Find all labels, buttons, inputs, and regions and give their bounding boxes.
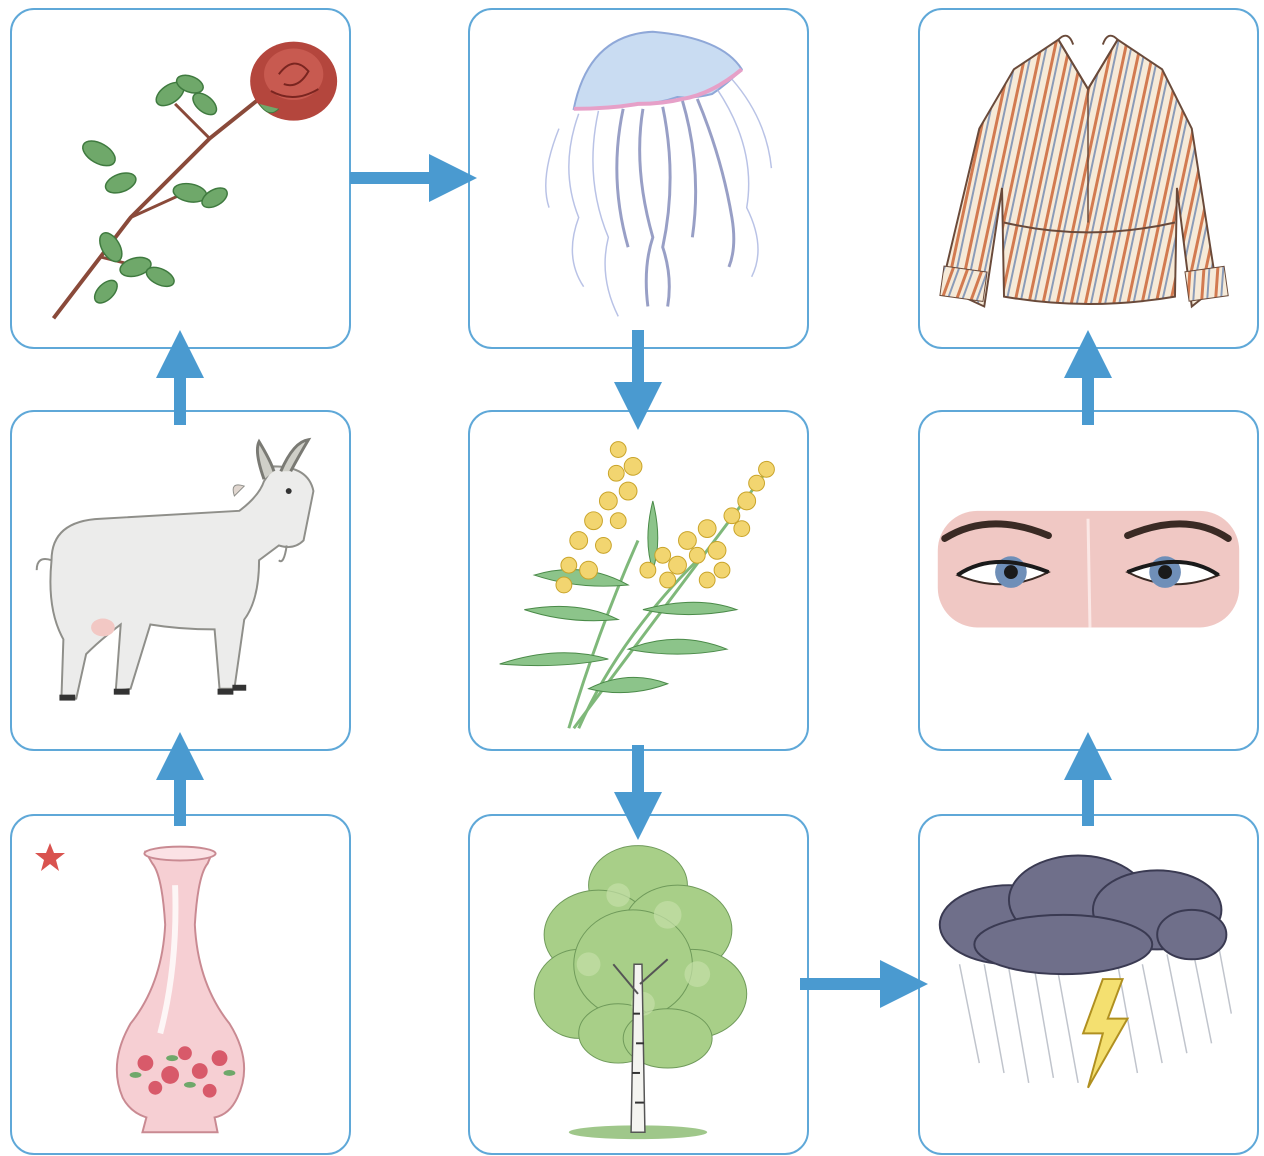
vase-card (10, 814, 351, 1155)
birch-tree-icon (470, 816, 807, 1153)
rose-card (10, 8, 351, 349)
mimosa-icon (470, 412, 807, 749)
goat-card (10, 410, 351, 751)
blouse-card (918, 8, 1259, 349)
blouse-icon (920, 10, 1257, 347)
jellyfish-card (468, 8, 809, 349)
vase-icon (12, 816, 349, 1153)
storm-cloud-icon (920, 816, 1257, 1153)
mimosa-card (468, 410, 809, 751)
rose-icon (12, 10, 349, 347)
jellyfish-icon (470, 10, 807, 347)
birch-card (468, 814, 809, 1155)
eyes-card (918, 410, 1259, 751)
goat-icon (12, 412, 349, 749)
storm-cloud-card (918, 814, 1259, 1155)
eyes-icon (920, 412, 1257, 749)
